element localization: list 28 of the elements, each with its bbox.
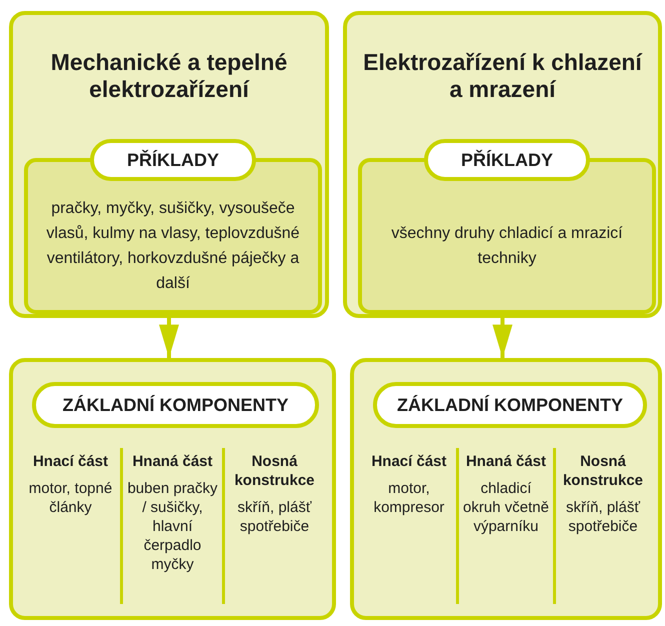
column-heading: Nosná konstrukce xyxy=(562,452,644,490)
category-panel xyxy=(343,11,662,318)
examples-text: pračky, myčky, sušičky, vysoušeče vlasů, kulmy na vlasy, teplovzdušné ventilátory, horkovzdušné páječky a další xyxy=(45,199,301,294)
arrow xyxy=(159,318,179,358)
column-text: chladicí okruh včetně výparníku xyxy=(463,479,549,536)
section-label: PŘÍKLADY xyxy=(460,148,553,172)
column-text: skříň, plášť spotřebiče xyxy=(236,498,313,536)
column-heading: Hnaná část xyxy=(132,452,213,471)
heading: Mechanické a tepelné elektrozařízení xyxy=(50,49,288,103)
column-text: buben pračky / sušičky, hlavní čerpadlo myčky xyxy=(127,479,218,574)
heading: Elektrozařízení k chlazení a mrazení xyxy=(362,49,644,103)
section-label: PŘÍKLADY xyxy=(126,148,219,172)
section-label: ZÁKLADNÍ KOMPONENTY xyxy=(62,394,288,416)
arrow xyxy=(492,318,512,358)
column-heading: Nosná konstrukce xyxy=(233,452,316,490)
column-heading: Hnací část xyxy=(371,452,447,471)
column-heading: Hnací část xyxy=(32,452,108,471)
label-pill xyxy=(373,382,647,428)
section-label: ZÁKLADNÍ KOMPONENTY xyxy=(397,394,623,416)
components-panel xyxy=(350,358,662,620)
components-panel xyxy=(9,358,336,620)
column-text: skříň, plášť spotřebiče xyxy=(565,498,642,536)
column-text: motor, topné články xyxy=(28,479,114,517)
category-panel xyxy=(9,11,329,318)
column-heading: Hnaná část xyxy=(466,452,546,471)
column-text: motor, kompresor xyxy=(372,479,446,517)
examples-text: všechny druhy chladicí a mrazicí techniky xyxy=(390,224,624,269)
label-pill xyxy=(32,382,319,428)
